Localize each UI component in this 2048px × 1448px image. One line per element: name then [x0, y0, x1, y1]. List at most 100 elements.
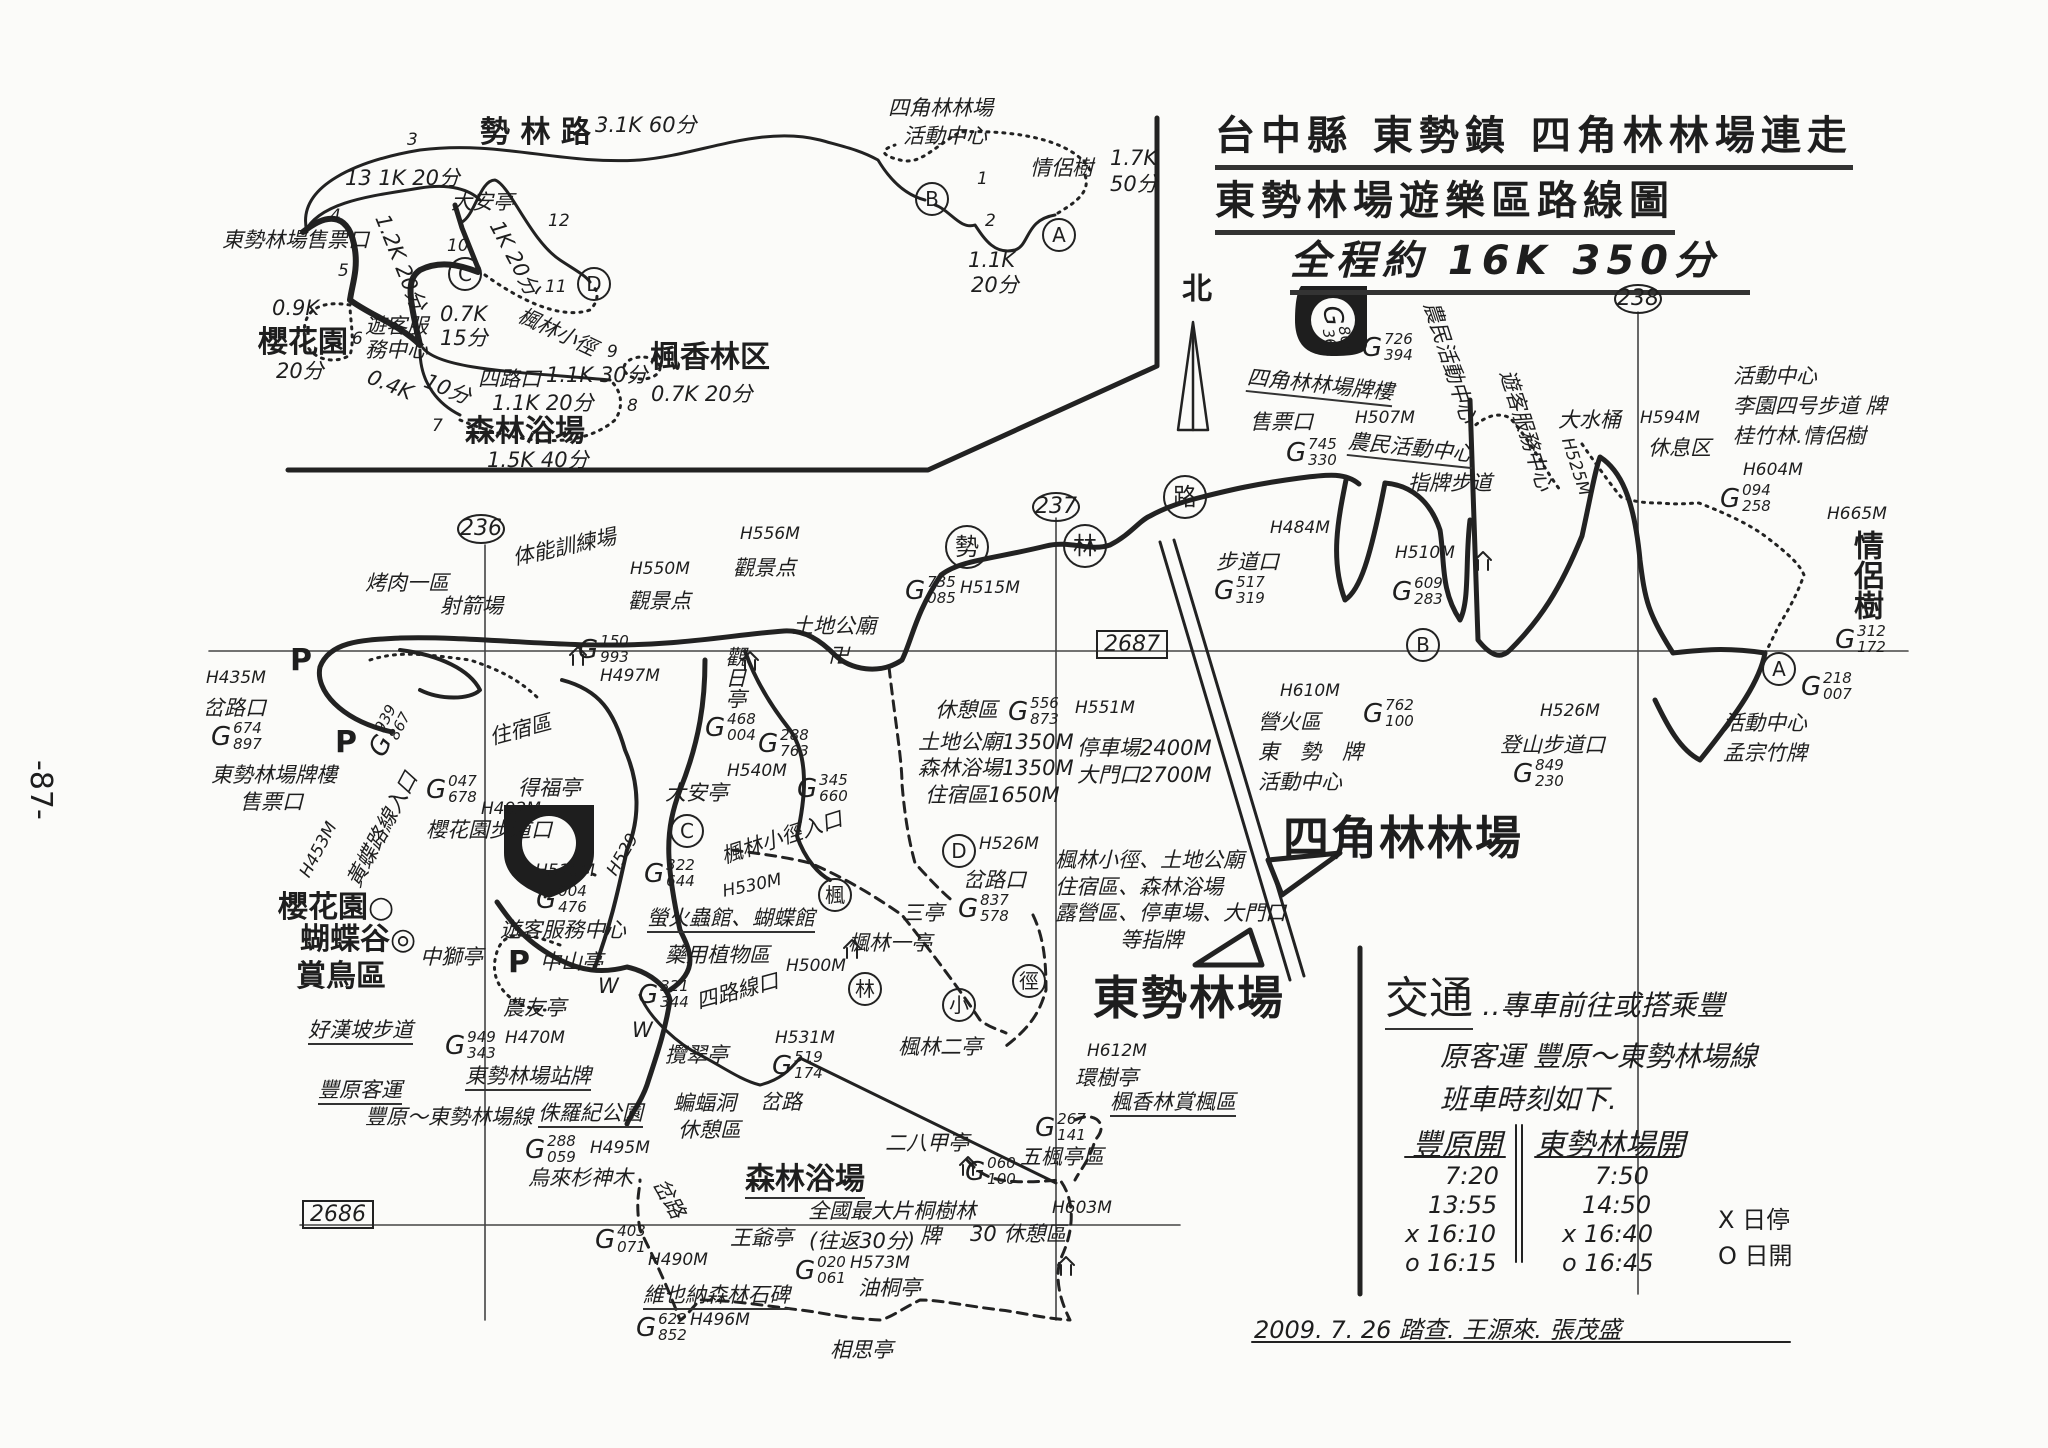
inset-label: 遊客服 [365, 314, 428, 338]
gps-code-bottom: 343 [467, 1043, 496, 1062]
survey-footer: 2009. 7. 26 踏查. 王源來. 張茂盛 [1254, 1316, 1622, 1344]
gps-code-top: 517 [1236, 573, 1265, 591]
gps-code-top: 556 [1030, 694, 1059, 712]
map-label: H490M [648, 1250, 708, 1270]
gps-prefix: G [905, 575, 926, 606]
waypoint-marker: C [670, 814, 704, 848]
waypoint-marker: D [577, 267, 611, 301]
gps-prefix: G [578, 634, 599, 665]
gps-prefix: G [445, 1030, 466, 1061]
gps-code-top: 735 [927, 573, 956, 591]
map-label: W [598, 974, 619, 998]
map-label: 東 勢 牌 [1258, 740, 1363, 764]
gps-code-top: 468 [727, 710, 756, 728]
gps-code-bottom: 873 [1030, 709, 1059, 728]
map-label: 營火區 [1258, 710, 1321, 734]
inset-label: 大安亭 [451, 190, 514, 214]
gps-code-bottom: 283 [1414, 589, 1443, 608]
gps-prefix: G [536, 884, 557, 915]
gps-prefix: G [1286, 437, 1307, 468]
map-label: 東勢林場 [1093, 971, 1285, 1025]
map-label: 烤肉一區 [365, 571, 449, 595]
map-label: 藥用植物區 [665, 943, 770, 967]
map-label: 三亭 [902, 901, 944, 925]
map-label: 大安亭 [665, 781, 728, 805]
map-label: 蝴蝶谷◎ [300, 922, 417, 957]
map-label: 烏來杉神木 [528, 1166, 633, 1190]
map-label: 露營區、停車場、大門口 [1055, 901, 1286, 925]
gps-code-top: 345 [819, 771, 848, 789]
gps-code-top: 322 [666, 856, 695, 874]
map-label: H612M [1087, 1041, 1147, 1061]
timetable-time: o 16:45 [1562, 1249, 1654, 1277]
gps-prefix: G [595, 1224, 616, 1255]
gps-prefix: G [1214, 575, 1235, 606]
inset-label: 1.7K [1110, 146, 1158, 170]
gps-code-top: 047 [448, 772, 477, 790]
map-label: 油桐亭 [858, 1276, 921, 1300]
map-label: 步道口 [1216, 550, 1279, 574]
pavilion-icons [569, 551, 1492, 1276]
map-label: P [335, 725, 357, 760]
inset-label: 0.7K 20分 [651, 382, 753, 406]
waypoint-marker: 小 [942, 988, 976, 1022]
map-label: H665M [1827, 504, 1887, 524]
map-label: 五楓亭區 [1020, 1145, 1104, 1169]
map-label: H604M [1743, 460, 1803, 480]
gps-code-top: 622 [658, 1310, 687, 1328]
gps-code-bottom: 007 [1823, 684, 1852, 703]
map-label: 指牌步道 [1408, 471, 1492, 495]
map-label: 住宿區、森林浴場 [1055, 875, 1223, 899]
inset-label: 東勢林場售票口 [222, 228, 369, 252]
inset-label: 情侶樹 [1030, 156, 1093, 180]
timetable-lines [1404, 1124, 1679, 1263]
gps-code-bottom: 897 [233, 734, 262, 753]
gps-prefix: G [211, 721, 232, 752]
gps-prefix: G [1801, 671, 1822, 702]
timetable-time: 14:50 [1582, 1191, 1652, 1219]
gps-code-bottom: 578 [980, 906, 1009, 925]
timetable-time: o 16:15 [1405, 1249, 1497, 1277]
map-label: W [632, 1018, 653, 1042]
map-label: 休息区 [1648, 436, 1711, 460]
inset-label: 0.9K [272, 296, 320, 320]
waypoint-marker: D [942, 834, 976, 868]
inset-label: 3.1K 60分 [595, 113, 697, 137]
inset-label: 20分 [971, 273, 1019, 297]
inset-label: 1 [977, 169, 988, 189]
inset-frame [285, 115, 1160, 473]
inset-label: 森林浴場 [465, 414, 585, 449]
map-label: 豐原～東勢林場線 [365, 1105, 533, 1129]
map-label: 牌 [920, 1224, 941, 1248]
map-label: H510M [535, 861, 595, 881]
map-label: 四角林林場 [1283, 811, 1523, 865]
map-label: (往返30分) [809, 1229, 916, 1253]
gps-code-bottom: 230 [1535, 771, 1564, 790]
inset-label: 楓香林区 [650, 340, 770, 375]
waypoint-marker: 林 [1063, 524, 1107, 568]
gps-code-bottom: 258 [1742, 496, 1771, 515]
map-label: 情侶樹 [1848, 530, 1883, 620]
gps-code-bottom: 141 [1057, 1125, 1086, 1144]
map-label: 卍 [828, 644, 849, 668]
map-label: 遊客服務中心 [500, 918, 626, 942]
waypoint-marker: B [915, 182, 949, 216]
inset-label: 櫻花園 [258, 325, 348, 360]
gps-code-bottom: 852 [658, 1325, 687, 1344]
gps-prefix: G [1720, 483, 1741, 514]
timetable-time: 7:50 [1595, 1162, 1649, 1190]
map-label: H603M [1052, 1198, 1112, 1218]
inset-label: 10 [447, 236, 469, 256]
map-label: 土地公廟 [792, 614, 876, 638]
